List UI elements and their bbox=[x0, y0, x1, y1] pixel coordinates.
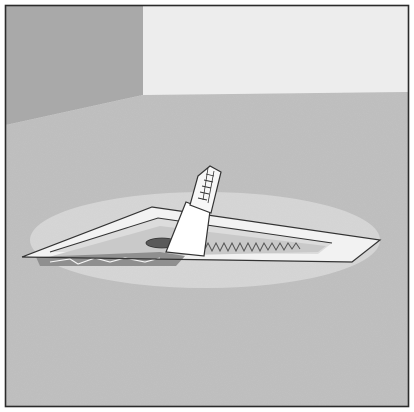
right-wall bbox=[143, 6, 408, 95]
